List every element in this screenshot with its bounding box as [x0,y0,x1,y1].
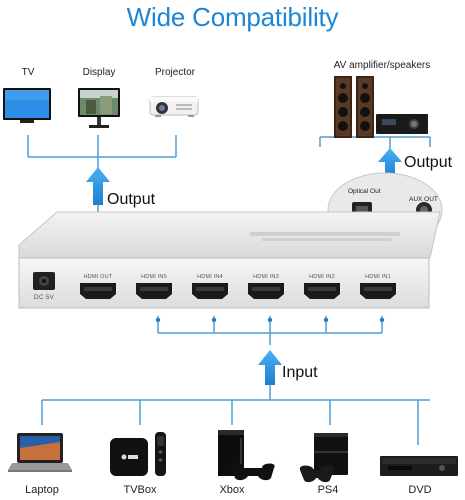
tvbox-label: TVBox [123,484,157,496]
dvd-player-icon [380,456,458,476]
port-label-in4: HDMI IN4 [197,274,223,280]
output-label-right: Output [404,154,453,171]
input-label: Input [282,364,318,381]
tv-icon [3,88,51,123]
xbox-label: Xbox [219,484,245,496]
av-speakers-icon [334,76,428,138]
laptop-label: Laptop [25,484,59,496]
port-label-in2: HDMI IN2 [309,274,335,280]
tvbox-icon [110,432,166,476]
tv-label: TV [21,67,35,78]
output-arrow-right [378,148,402,178]
port-label-in3: HDMI IN3 [253,274,279,280]
dc-label: DC 5V [33,294,55,301]
page-title: Wide Compatibility [126,2,339,32]
laptop-icon [8,433,72,472]
projector-icon [149,96,199,117]
ps4-icon [299,433,348,483]
display-icon [78,88,120,128]
optical-out-label: Optical Out [348,188,381,195]
av-label: AV amplifier/speakers [333,60,431,71]
xbox-icon [218,430,275,481]
dvd-label: DVD [408,484,432,496]
hdmi-switch-box [18,211,441,309]
input-connector-dots [155,317,385,323]
aux-out-label: AUX OUT [409,196,438,203]
display-label: Display [82,67,116,78]
ps4-label: PS4 [317,484,339,496]
top-lettering [250,232,400,241]
port-label-in5: HDMI IN5 [141,274,167,280]
port-label-out: HDMI OUT [83,274,113,280]
port-label-in1: HDMI IN1 [365,274,391,280]
av-connector-lines [319,136,431,150]
input-connector-lines [41,316,430,445]
projector-label: Projector [154,67,195,78]
input-arrow [258,350,282,385]
output-label-left: Output [107,191,156,208]
output-arrow-left [86,167,110,205]
